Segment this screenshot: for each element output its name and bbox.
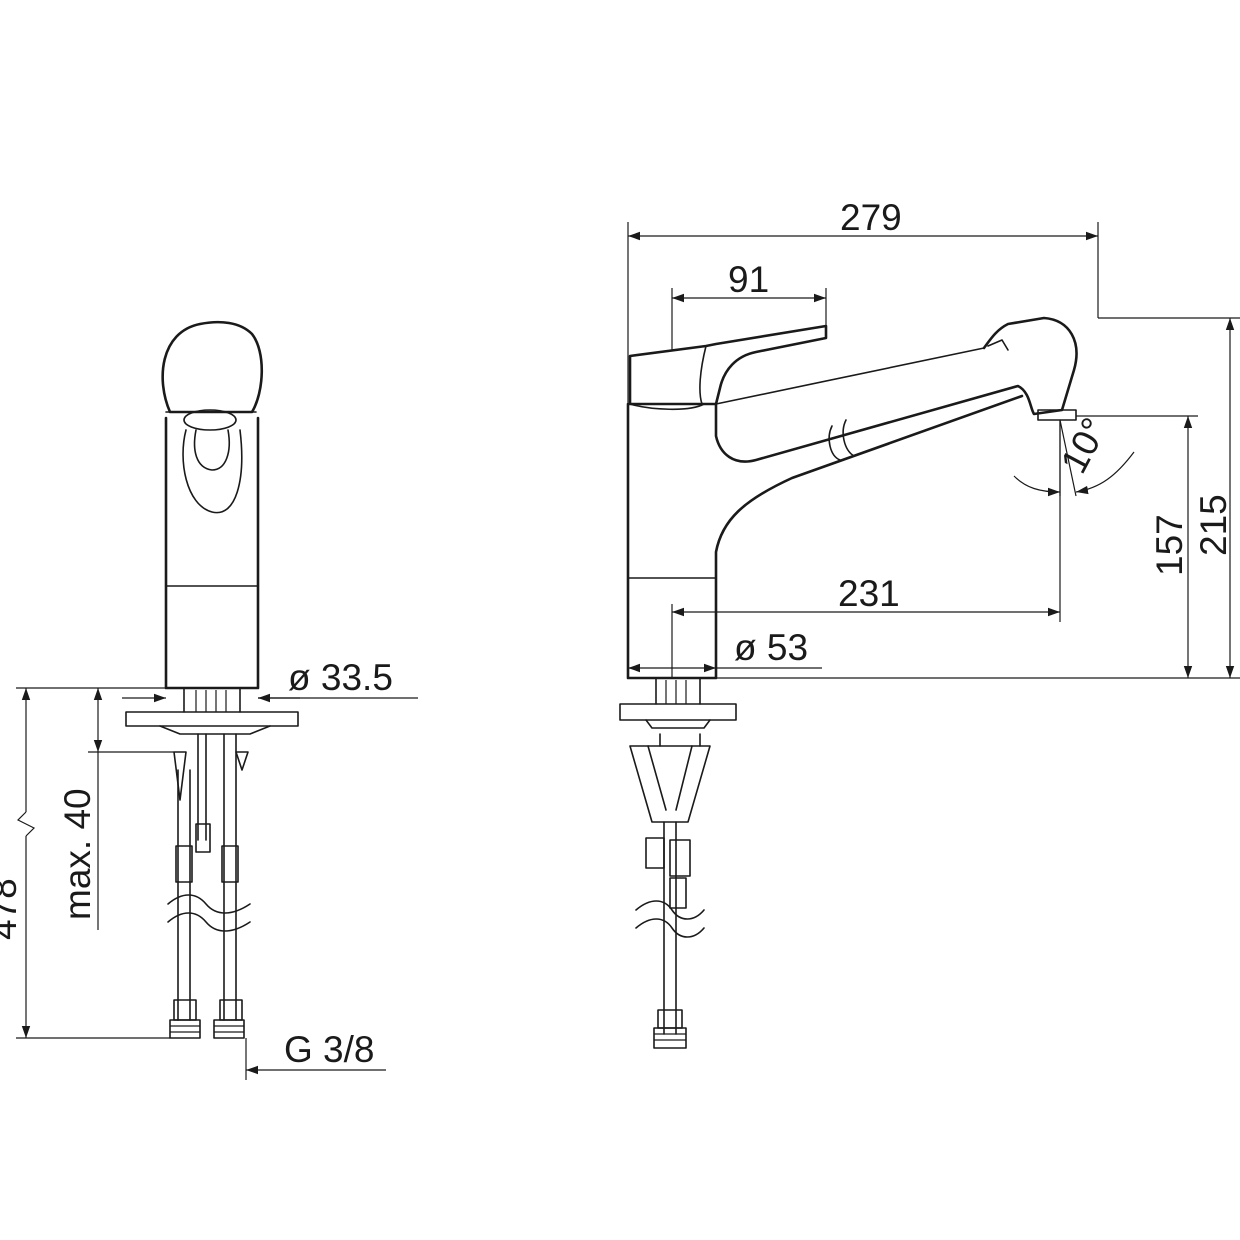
- side-lever: [628, 324, 828, 406]
- dim-base-diameter: ø 53: [628, 627, 822, 673]
- front-connector-nuts: [169, 999, 245, 1039]
- side-spout-joint: [828, 419, 855, 461]
- front-lever-ring: [183, 409, 237, 431]
- dim-lever-length: 91: [671, 259, 827, 350]
- label-outlet-diameter: ø 33.5: [288, 657, 393, 698]
- label-spray-angle: 10°: [1053, 411, 1115, 480]
- label-base-diameter: ø 53: [734, 627, 808, 668]
- label-spout-reach: 231: [838, 573, 900, 614]
- side-break-line: [635, 900, 705, 920]
- front-break-line: [167, 894, 251, 914]
- side-fixing-bracket: [629, 745, 711, 823]
- dim-outlet-diameter: ø 33.5: [122, 657, 418, 703]
- dim-deck-thickness: max. 40: [57, 687, 174, 930]
- front-base-plate: [125, 711, 299, 727]
- label-total-length: 279: [840, 197, 902, 238]
- dim-total-length: 279: [627, 197, 1099, 404]
- front-body: [164, 416, 260, 690]
- front-view: ø 33.5 max. 40 478 G 3/8: [0, 320, 418, 1080]
- label-lever-length: 91: [728, 259, 769, 300]
- label-deck-thickness: max. 40: [57, 788, 98, 920]
- side-base-plate: [619, 703, 737, 721]
- label-total-height: 215: [1193, 494, 1234, 556]
- dim-spout-reach: 231: [671, 420, 1061, 678]
- side-view: 279 91 231 ø 53 10°: [619, 197, 1240, 1049]
- front-lever-head: [161, 320, 264, 414]
- dim-spray-angle: 10°: [1013, 411, 1135, 497]
- label-outlet-height: 157: [1149, 514, 1190, 576]
- dim-connection-thread: G 3/8: [245, 1029, 386, 1080]
- front-hose-right: [223, 733, 237, 1021]
- side-outlet: [1037, 409, 1077, 421]
- label-hose-length: 478: [0, 878, 24, 940]
- dim-hose-length: 478: [0, 687, 170, 1039]
- label-connection-thread: G 3/8: [284, 1029, 375, 1070]
- side-body: [626, 394, 1024, 680]
- side-connector-nut: [653, 1009, 687, 1049]
- dim-heights: 157 215: [716, 317, 1240, 679]
- front-lever-slot: [182, 429, 243, 514]
- front-hose-mid: [197, 733, 207, 841]
